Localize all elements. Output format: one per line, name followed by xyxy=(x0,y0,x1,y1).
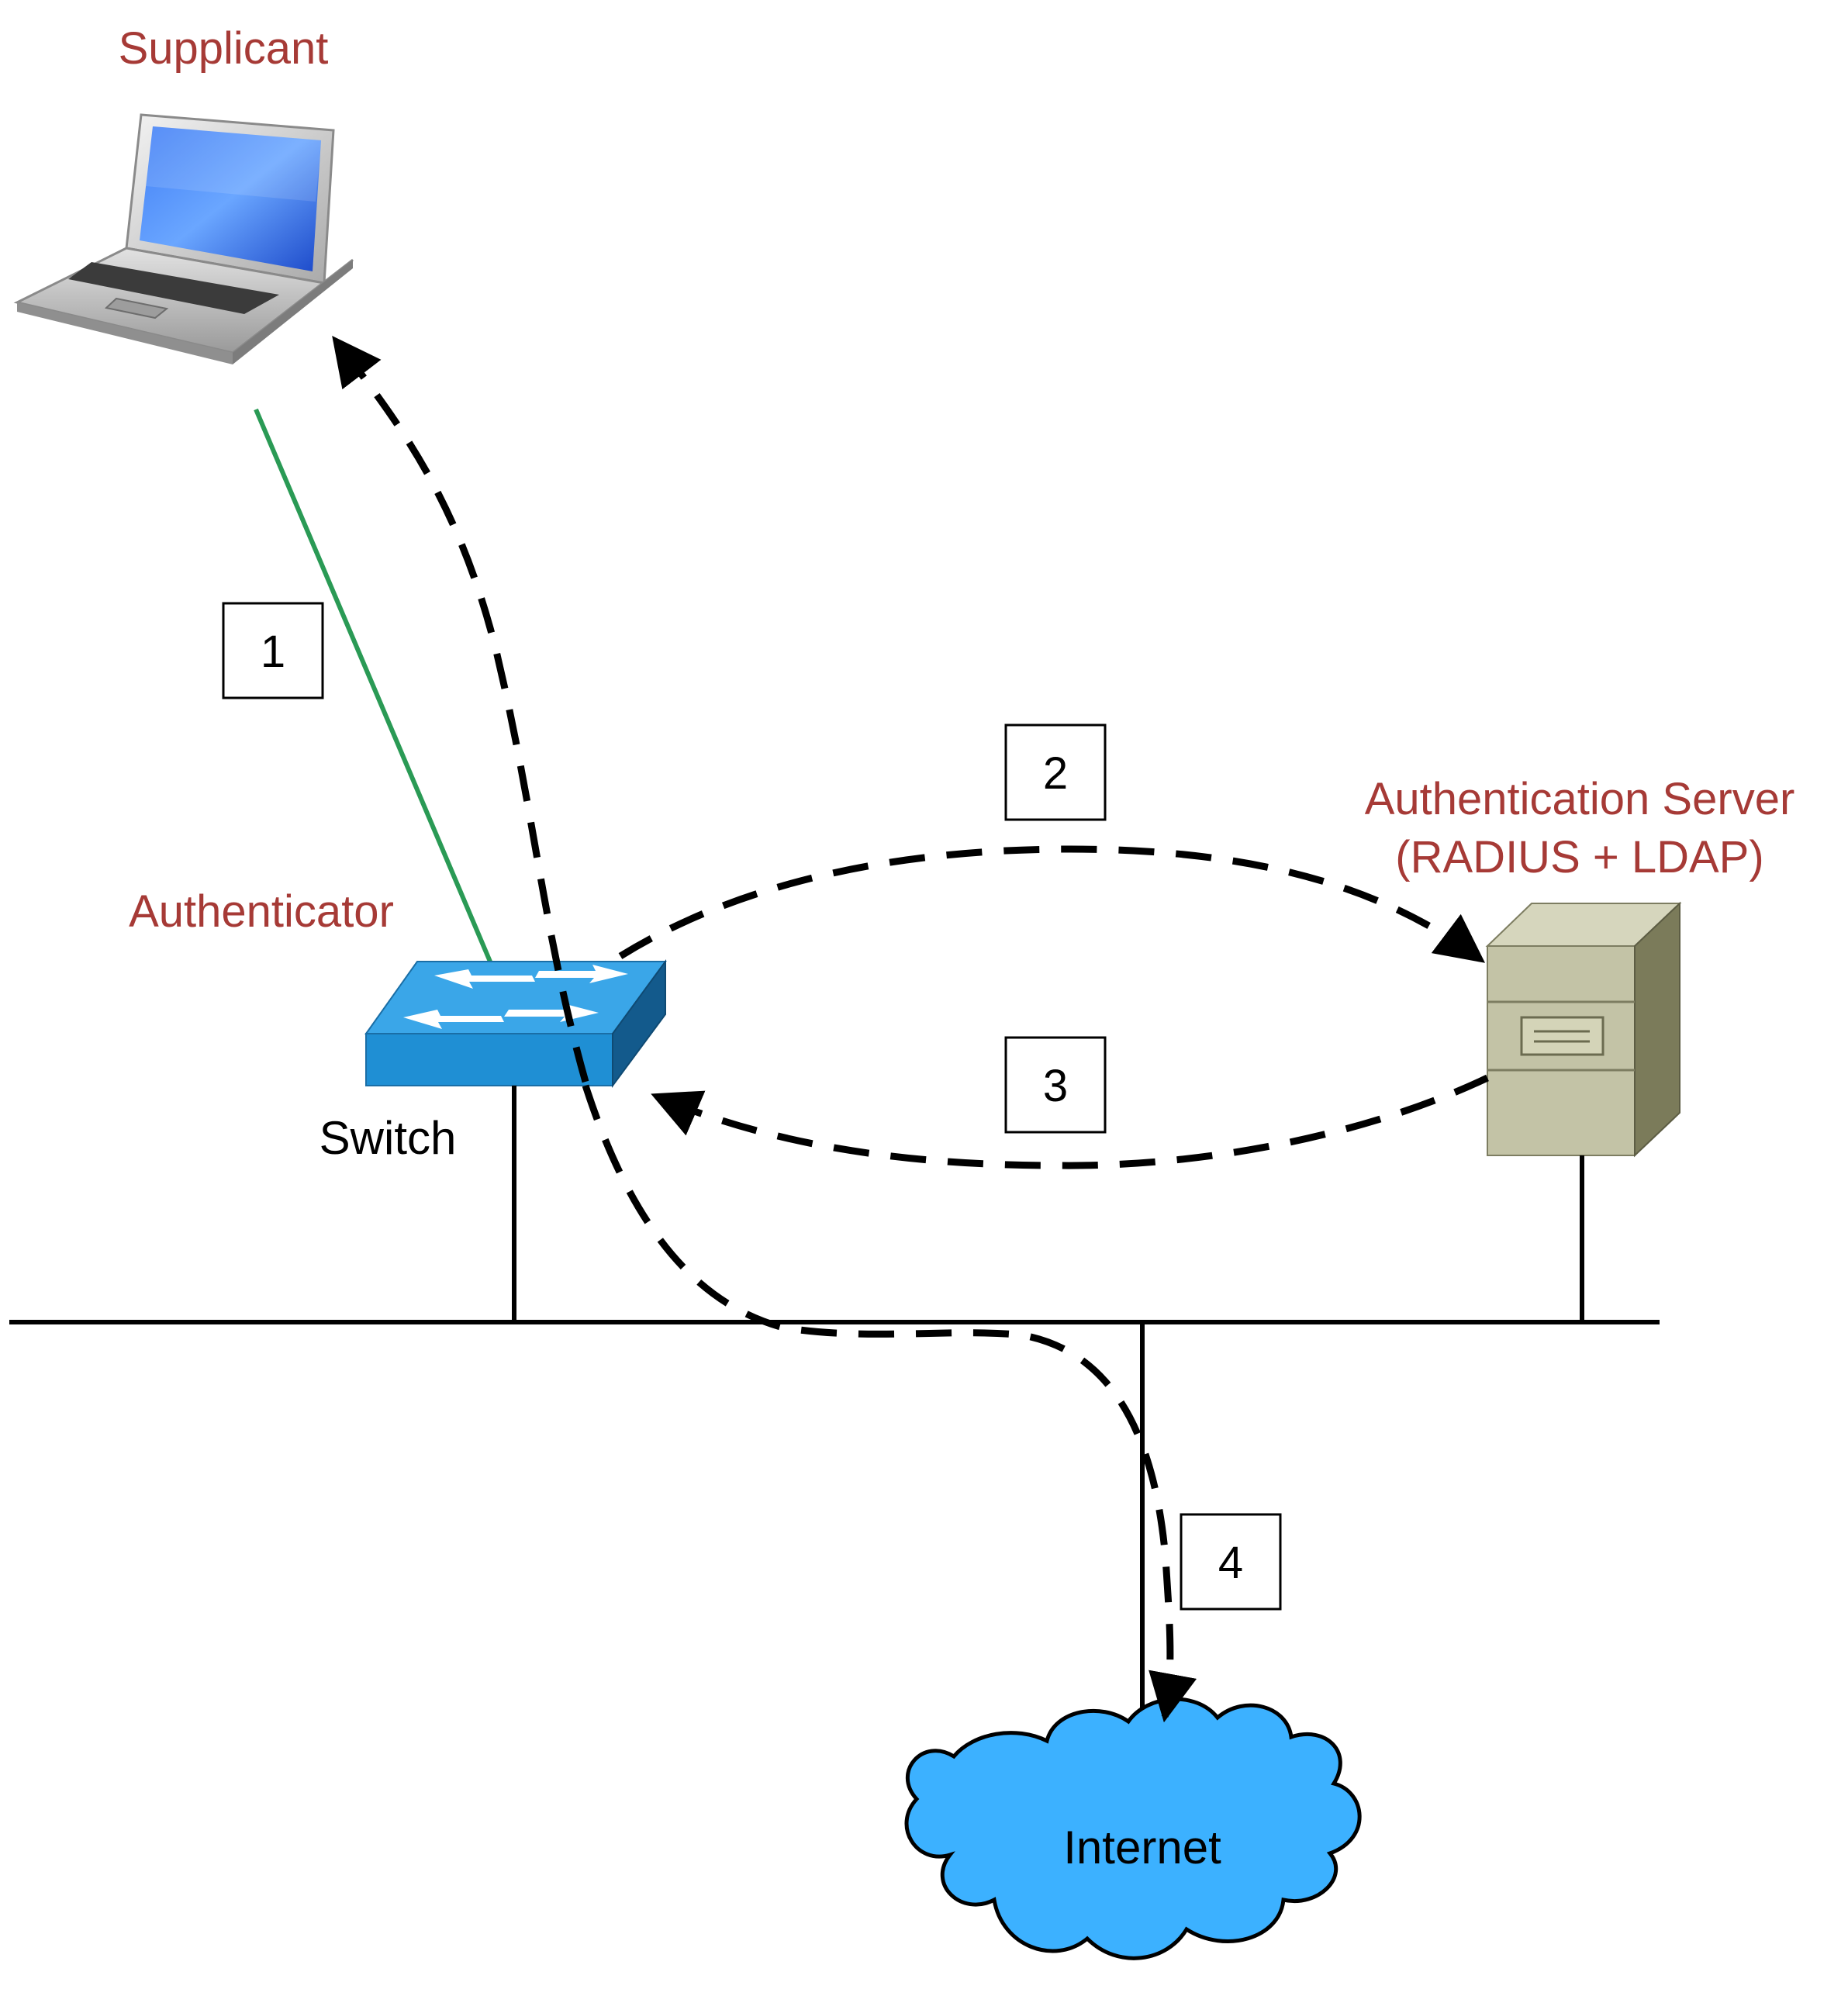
cloud-icon xyxy=(904,1697,1362,1960)
switch-label: Switch xyxy=(320,1112,457,1164)
step-4-label: 4 xyxy=(1218,1538,1243,1588)
server-tower-icon xyxy=(1485,901,1682,1158)
step-3-label: 3 xyxy=(1043,1061,1068,1111)
flow-1-arrow xyxy=(332,335,589,1083)
authenticator-label: Authenticator xyxy=(129,886,394,937)
network-switch-icon xyxy=(364,958,667,1089)
laptop-icon xyxy=(13,113,354,364)
flow-4-arrow xyxy=(582,1084,1197,1723)
step-box-4: 4 xyxy=(1180,1513,1282,1611)
supplicant-label: Supplicant xyxy=(119,23,329,74)
supplicant-link xyxy=(254,408,492,963)
internet-label: Internet xyxy=(1063,1822,1221,1873)
flow-2-arrow xyxy=(618,845,1486,963)
step-box-2: 2 xyxy=(1004,723,1107,821)
step-1-label: 1 xyxy=(261,627,285,677)
flow-3-arrow xyxy=(651,1074,1489,1169)
auth-server-label-line1: Authentication Server xyxy=(1365,774,1795,824)
auth-server-label-line2: (RADIUS + LDAP) xyxy=(1395,832,1763,882)
step-2-label: 2 xyxy=(1043,748,1068,799)
step-box-1: 1 xyxy=(222,602,324,699)
step-box-3: 3 xyxy=(1004,1036,1107,1134)
